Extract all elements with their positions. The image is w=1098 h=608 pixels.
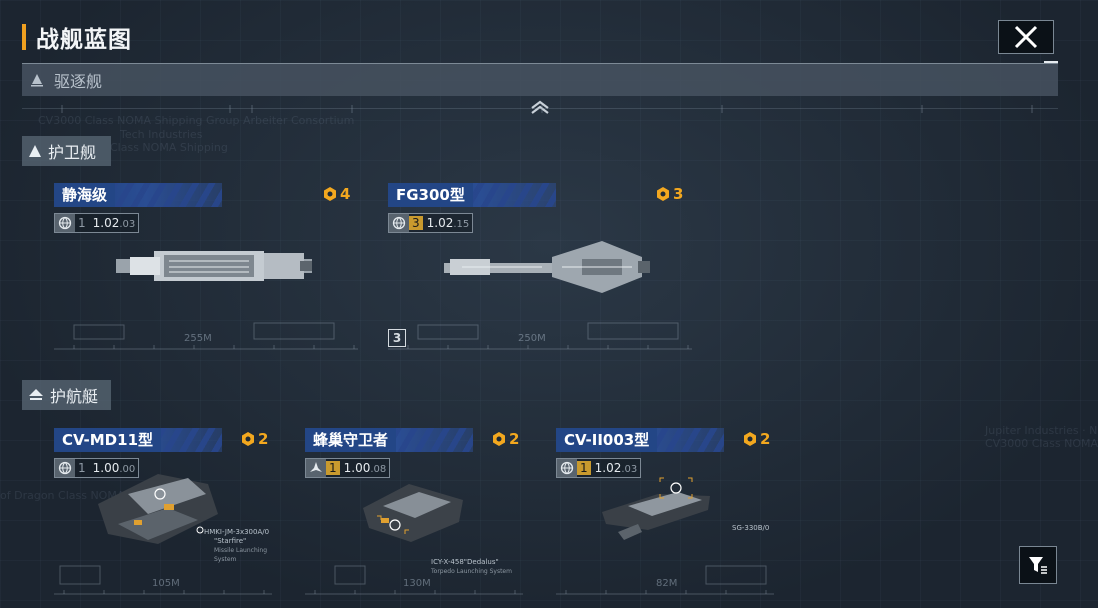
cost-value: 4 [340, 185, 351, 203]
ship-cost: 2 [491, 430, 519, 448]
header-divider [22, 61, 1058, 64]
ship-length: 82M [656, 578, 678, 589]
ship-stats: 3 1.02.15 [388, 213, 474, 233]
fighter-icon [306, 459, 326, 477]
chevron-up-icon[interactable] [528, 98, 552, 116]
ship-badge: 3 [388, 329, 406, 347]
ship-length: 255M [184, 333, 212, 344]
close-icon [1014, 25, 1038, 49]
ship-level: 1 [78, 216, 86, 230]
ship-cost: 4 [322, 185, 350, 203]
ship-length: 105M [152, 578, 180, 589]
cost-icon [657, 187, 669, 201]
ship-version: 1.02.03 [594, 461, 638, 475]
title-accent [22, 24, 26, 50]
background-text: Jupiter Industries · N [985, 424, 1098, 437]
cost-value: 2 [258, 430, 269, 448]
title-bar: 战舰蓝图 [22, 22, 132, 53]
ship-name-bar: CV-II003型 [556, 428, 724, 452]
ship-cost: 2 [742, 430, 770, 448]
page-title: 战舰蓝图 [36, 27, 132, 53]
destroyer-list-edge [22, 98, 1058, 113]
background-text: Class NOMA Shipping [110, 141, 228, 154]
category-frigate[interactable]: 护卫舰 [22, 136, 111, 166]
globe-icon [557, 459, 577, 477]
ship-stats: 1 1.02.03 [54, 213, 140, 233]
ship-level: 1 [78, 461, 86, 475]
cost-icon [324, 187, 336, 201]
scale-ruler: 130M [305, 565, 523, 598]
globe-icon [55, 459, 75, 477]
ship-name: 静海级 [54, 183, 116, 207]
ship-level: 3 [409, 216, 423, 230]
ship-cost: 3 [655, 185, 683, 203]
ship-card[interactable]: CV-II003型 2 1 1.02.03 SG-330B/0 82M [556, 428, 774, 600]
ship-image [116, 251, 312, 281]
scale-ruler: 255M [54, 321, 358, 353]
ship-name: 蜂巢守卫者 [305, 428, 397, 452]
close-button[interactable] [998, 20, 1054, 54]
cost-icon [744, 432, 756, 446]
cost-value: 2 [760, 430, 771, 448]
category-label: 护航艇 [50, 387, 99, 406]
ship-level: 1 [577, 461, 591, 475]
ship-card[interactable]: FG300型 3 3 1.02.15 3 250M [388, 183, 692, 355]
ship-stats: 1 1.00.00 [54, 458, 140, 478]
ship-card[interactable]: 静海级 4 1 1.02.03 255M [54, 183, 358, 355]
category-corvette[interactable]: 护航艇 [22, 380, 111, 410]
ship-stats: 1 1.00.08 [305, 458, 391, 478]
cost-icon [242, 432, 254, 446]
ship-name-bar: 静海级 [54, 183, 222, 207]
ship-version: 1.00.08 [343, 461, 387, 475]
ship-name-bar: FG300型 [388, 183, 556, 207]
weapon-callout: HMKI-JM-3x300A/0 "Starfire" Missile Laun… [204, 528, 270, 563]
filter-icon [1029, 557, 1047, 574]
weapon-callout: ICY-X-458"Dedalus" Torpedo Launching Sys… [431, 558, 512, 575]
category-destroyer[interactable]: 驱逐舰 [22, 64, 1058, 96]
ship-version: 1.02.03 [92, 216, 136, 230]
ship-image [98, 474, 218, 544]
frigate-icon [29, 145, 41, 157]
scale-ruler: 82M [556, 565, 774, 598]
ship-length: 130M [403, 578, 431, 589]
scale-ruler: 250M [388, 321, 692, 353]
cost-value: 2 [509, 430, 520, 448]
filter-button[interactable] [1019, 546, 1057, 584]
ship-cost: 2 [240, 430, 268, 448]
background-text: of Dragon Class NOMA [0, 489, 125, 502]
globe-icon [389, 214, 409, 232]
destroyer-icon [31, 74, 43, 87]
ship-image [363, 484, 463, 542]
ship-stats: 1 1.02.03 [556, 458, 642, 478]
category-label: 护卫舰 [48, 143, 97, 162]
ship-length: 250M [518, 333, 546, 344]
ruler-ticks [61, 105, 1033, 113]
cost-icon [493, 432, 505, 446]
ship-card[interactable]: CV-MD11型 2 1 1.00.00 HMKI-JM-3x300A/0 "S… [54, 428, 272, 600]
weapon-callout: SG-330B/0 [732, 524, 770, 532]
ship-image [444, 241, 650, 293]
ship-version: 1.00.00 [92, 461, 136, 475]
cost-value: 3 [673, 185, 684, 203]
background-text: CV3000 Class NOMA [985, 437, 1098, 450]
ship-version: 1.02.15 [426, 216, 470, 230]
background-text: CV3000 Class NOMA Shipping Group Arbeite… [38, 114, 355, 127]
background-text: Tech Industries [120, 128, 203, 141]
scale-ruler: 105M [54, 565, 272, 598]
ship-name: FG300型 [388, 183, 473, 207]
ship-name-bar: CV-MD11型 [54, 428, 222, 452]
globe-icon [55, 214, 75, 232]
ship-level: 1 [326, 461, 340, 475]
ship-name: CV-MD11型 [54, 428, 162, 452]
ship-image [602, 477, 710, 540]
corvette-icon [29, 389, 43, 400]
category-label: 驱逐舰 [54, 72, 103, 91]
ship-card[interactable]: 蜂巢守卫者 2 1 1.00.08 ICY-X-458"Dedalus" Tor… [305, 428, 523, 600]
ship-name-bar: 蜂巢守卫者 [305, 428, 473, 452]
ship-name: CV-II003型 [556, 428, 658, 452]
